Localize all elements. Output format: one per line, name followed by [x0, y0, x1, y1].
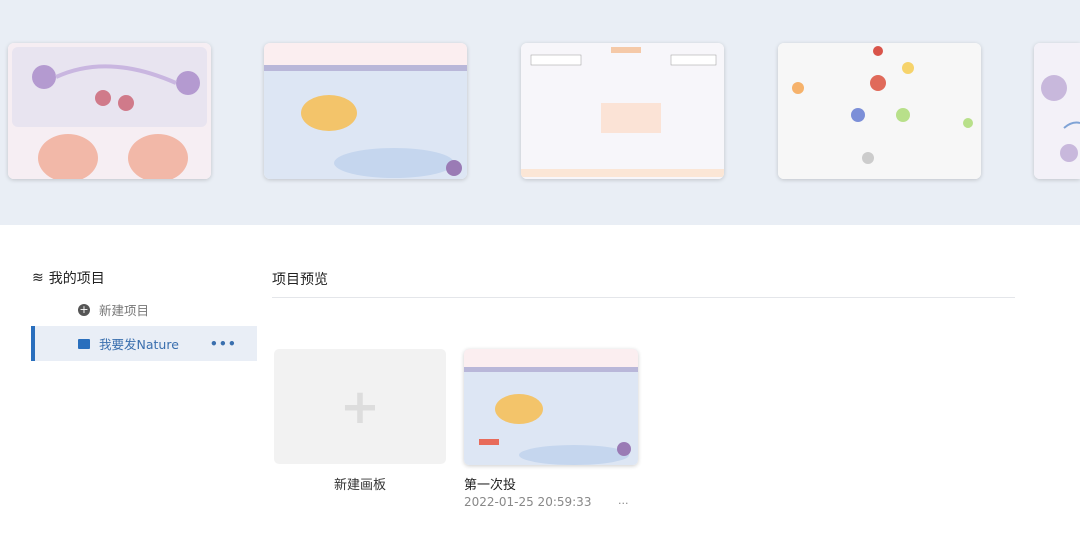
- template-card-cells[interactable]: [1034, 43, 1080, 179]
- new-board-button[interactable]: +: [274, 349, 446, 464]
- template-card-neuron[interactable]: [8, 43, 211, 179]
- plus-icon: +: [339, 378, 381, 435]
- divider: [272, 297, 1015, 298]
- layers-icon: ≋: [32, 270, 44, 286]
- project-date: 2022-01-25 20:59:33: [464, 495, 592, 509]
- project-name[interactable]: 第一次投: [464, 478, 517, 493]
- my-projects-heading: ≋ 我的项目: [32, 270, 105, 287]
- template-carousel: [0, 0, 1080, 225]
- page-title: 项目预览: [272, 272, 328, 288]
- folder-icon: [78, 338, 90, 349]
- new-project-button[interactable]: + 新建项目: [78, 303, 150, 318]
- template-card-tumor[interactable]: [778, 43, 981, 179]
- sidebar-item-project[interactable]: 我要发Nature •••: [31, 326, 257, 361]
- template-card-pathway[interactable]: [264, 43, 467, 179]
- more-options-button[interactable]: •••: [209, 336, 237, 351]
- plus-circle-icon: +: [78, 303, 90, 316]
- project-thumbnail[interactable]: [464, 349, 638, 465]
- new-board-label: 新建画板: [333, 478, 386, 493]
- project-more-button[interactable]: ...: [618, 494, 629, 507]
- template-card-flowchart[interactable]: [521, 43, 724, 179]
